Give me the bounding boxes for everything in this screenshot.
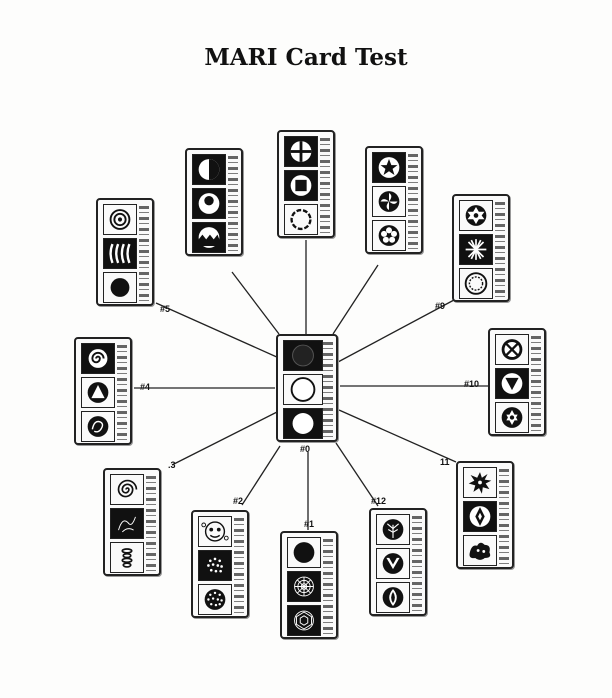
line-top-right [332, 264, 379, 335]
symbol-circle-hexagram [459, 200, 493, 231]
symbol-spiral [110, 474, 144, 505]
symbol-scribble-circle [81, 411, 115, 442]
line-bottom-right [335, 442, 379, 507]
card-code-strip [146, 476, 156, 572]
label-card-4: #4 [140, 382, 151, 392]
symbol-splat-blob [463, 535, 497, 566]
card-bottom-right [369, 508, 427, 616]
card-bottom [280, 531, 338, 639]
symbol-black-disc [287, 537, 321, 568]
card-center [276, 334, 338, 442]
symbol-black-disc [103, 272, 137, 303]
line-bottom-left [241, 445, 281, 506]
line-lower-left [171, 411, 278, 466]
symbol-circle-star [372, 152, 406, 183]
diagram-title: MARI Card Test [204, 44, 408, 71]
card-code-strip [499, 469, 509, 565]
card-code-strip [139, 206, 149, 302]
symbol-circle-x [495, 334, 529, 365]
symbol-circle-many-dots [198, 584, 232, 615]
card-upper-right [452, 194, 510, 302]
symbol-circle-waves [192, 222, 226, 253]
label-card-3: .3 [168, 460, 176, 470]
card-top-left [185, 148, 243, 256]
card-upper-left [96, 198, 154, 306]
symbol-circle-dots [198, 550, 232, 581]
symbol-circle-diamond [463, 501, 497, 532]
symbol-circle-flower [372, 220, 406, 251]
card-code-strip [412, 516, 422, 612]
symbol-circle-v [376, 548, 410, 579]
card-lower-left [103, 468, 161, 576]
label-card-5: #5 [160, 304, 171, 314]
symbol-half-circle [192, 154, 226, 185]
label-card-2: #2 [233, 496, 244, 506]
symbol-circle-starburst [459, 234, 493, 265]
label-card-12: #12 [371, 496, 387, 506]
label-card-1: #1 [304, 519, 315, 529]
symbol-coil [110, 542, 144, 573]
card-code-strip [531, 336, 541, 432]
line-top-left [231, 271, 280, 335]
symbol-circle-inverted-triangle [495, 368, 529, 399]
symbol-circle-with-dot [192, 188, 226, 219]
card-code-strip [320, 138, 330, 234]
symbol-circle-tree [376, 514, 410, 545]
symbol-splat-burst [463, 467, 497, 498]
symbol-circle-square [284, 170, 318, 201]
card-code-strip [323, 539, 333, 635]
symbol-curved-bars [103, 238, 137, 269]
symbol-circle-spiral [81, 343, 115, 374]
card-code-strip [323, 342, 333, 438]
symbol-circle-swirl [372, 186, 406, 217]
line-lower-right [338, 409, 457, 463]
card-top [277, 130, 335, 238]
label-card-10: #10 [464, 379, 480, 389]
symbol-dark-circle [283, 340, 323, 371]
card-code-strip [117, 345, 127, 441]
card-top-right [365, 146, 423, 254]
line-upper-left [155, 302, 280, 359]
symbol-blob-faces [198, 516, 232, 547]
card-bottom-left [191, 510, 249, 618]
line-upper-right [337, 299, 455, 363]
card-lower-right [456, 461, 514, 569]
card-code-strip [495, 202, 505, 298]
symbol-circle-web [287, 571, 321, 602]
symbol-white-circle [283, 408, 323, 439]
label-card-0: #0 [300, 444, 311, 454]
symbol-scribble [110, 508, 144, 539]
symbol-white-circle-ringed [283, 374, 323, 405]
symbol-circle-triangle [81, 377, 115, 408]
label-card-9: #9 [435, 301, 446, 311]
card-code-strip [228, 156, 238, 252]
card-code-strip [408, 154, 418, 250]
symbol-circle-mandala [459, 268, 493, 299]
card-code-strip [234, 518, 244, 614]
symbol-circle-cross [284, 136, 318, 167]
card-right [488, 328, 546, 436]
symbol-circle-leaf [376, 582, 410, 613]
card-left [74, 337, 132, 445]
symbol-circle-star-of-david [495, 402, 529, 433]
symbol-concentric-rings [103, 204, 137, 235]
symbol-circle-fractal [287, 605, 321, 636]
symbol-circle-gear [284, 204, 318, 235]
label-card-11: 11 [440, 457, 450, 467]
